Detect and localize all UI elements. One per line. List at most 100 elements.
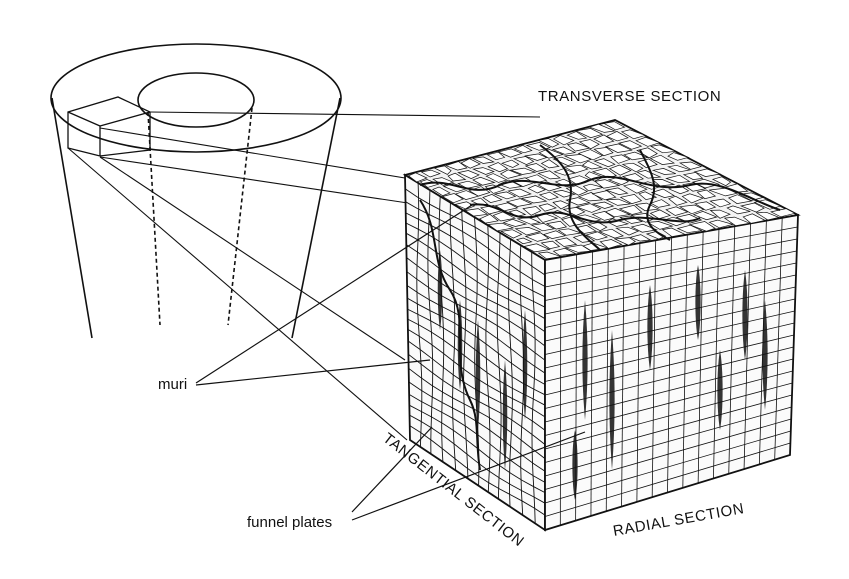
transverse-cell <box>613 237 636 246</box>
funnel-plate <box>502 360 508 470</box>
log-trunk <box>50 43 342 339</box>
transverse-cell <box>494 202 519 212</box>
muri-leader-lower <box>195 359 431 386</box>
transverse-cell <box>433 165 452 175</box>
transverse-cell <box>498 179 523 189</box>
transverse-cell <box>694 201 717 211</box>
transverse-cell <box>565 197 591 206</box>
transverse-cell <box>667 195 688 206</box>
transverse-cell <box>708 219 735 229</box>
transverse-cell <box>420 169 441 178</box>
transverse-cell <box>688 221 716 232</box>
tangential-grid-line <box>406 285 546 374</box>
transverse-cell <box>530 223 555 232</box>
radial-grid-line <box>544 394 793 463</box>
transverse-cell <box>635 136 661 147</box>
transverse-cell <box>499 169 523 179</box>
transverse-cell <box>563 164 589 174</box>
transverse-cell <box>604 187 629 195</box>
transverse-cell <box>578 139 600 150</box>
transverse-cell <box>538 203 557 212</box>
transverse-cell <box>514 227 542 236</box>
transverse-cell <box>593 158 616 168</box>
tangential-grid-line <box>409 414 546 504</box>
transverse-cell <box>651 179 676 187</box>
funnel-plate <box>717 350 723 430</box>
tangential-grid-line <box>409 425 546 516</box>
transverse-cell <box>667 152 690 161</box>
transverse-cell <box>645 231 667 240</box>
transverse-cell <box>554 237 578 247</box>
transverse-cell <box>727 194 753 204</box>
radial-grid-line <box>544 406 792 477</box>
transverse-cell <box>619 194 643 205</box>
radial-grid-line <box>544 418 792 490</box>
transverse-cell <box>444 161 468 171</box>
transverse-cell <box>593 147 614 157</box>
transverse-cell <box>524 232 550 242</box>
label-radial-section: RADIAL SECTION <box>612 500 746 540</box>
transverse-cell <box>711 176 732 187</box>
radial-grid-line <box>544 274 797 328</box>
tangential-grid-line <box>531 251 536 524</box>
transverse-cell <box>618 204 643 215</box>
tangential-grid-line <box>461 209 469 479</box>
muri-leader-upper <box>195 204 473 384</box>
transverse-cell <box>693 168 722 177</box>
wood-block <box>402 119 801 532</box>
transverse-cell <box>723 216 751 227</box>
log-outer-ring <box>50 43 342 153</box>
radial-grid-line <box>544 250 797 301</box>
transverse-cell <box>651 168 676 175</box>
transverse-cell <box>692 211 718 221</box>
log-right-side <box>291 97 341 339</box>
transverse-cell <box>603 121 626 131</box>
transverse-cell <box>585 231 609 241</box>
transverse-cell <box>471 156 495 164</box>
transverse-cell <box>552 247 577 256</box>
label-funnel-plates: funnel plates <box>247 514 332 531</box>
transverse-cell <box>604 143 633 153</box>
transverse-cell <box>591 201 615 209</box>
transverse-cell <box>457 180 483 189</box>
tangential-grid-line <box>405 232 546 320</box>
transverse-cell <box>540 240 561 250</box>
transverse-cell <box>520 195 548 204</box>
transverse-cell <box>682 172 704 180</box>
transverse-cell <box>538 191 559 201</box>
transverse-cell <box>609 154 631 164</box>
transverse-cell <box>552 156 577 167</box>
transverse-cell <box>502 218 528 227</box>
transverse-cell <box>500 159 520 168</box>
transverse-cell <box>485 173 508 183</box>
transverse-cell <box>487 222 515 232</box>
log-pith-line-right <box>227 107 253 326</box>
transverse-cell <box>591 190 617 201</box>
transverse-cell <box>432 186 451 197</box>
muri-lines-top <box>419 144 781 251</box>
transverse-cell <box>447 172 467 182</box>
funnel-plate <box>522 310 528 420</box>
transverse-cell <box>591 211 616 221</box>
funnel-plate <box>647 285 653 370</box>
muri-lines-left <box>419 199 481 471</box>
tangential-grid-line <box>405 212 546 298</box>
transverse-cell <box>604 207 632 218</box>
transverse-cell <box>577 192 604 202</box>
tangential-grid-line <box>438 196 445 462</box>
tangential-grid-line <box>406 244 546 333</box>
transverse-cell <box>742 213 767 224</box>
funnel-plate <box>762 300 768 410</box>
transverse-cell <box>696 189 717 200</box>
transverse-cell <box>709 198 732 208</box>
transverse-cell <box>472 167 495 175</box>
transverse-cell <box>726 205 751 215</box>
transverse-cell <box>537 138 560 148</box>
transverse-cell <box>492 211 517 222</box>
transverse-cell <box>566 131 588 140</box>
transverse-cell <box>527 184 547 194</box>
funnel-plate <box>475 320 481 430</box>
transverse-cell <box>587 222 608 232</box>
